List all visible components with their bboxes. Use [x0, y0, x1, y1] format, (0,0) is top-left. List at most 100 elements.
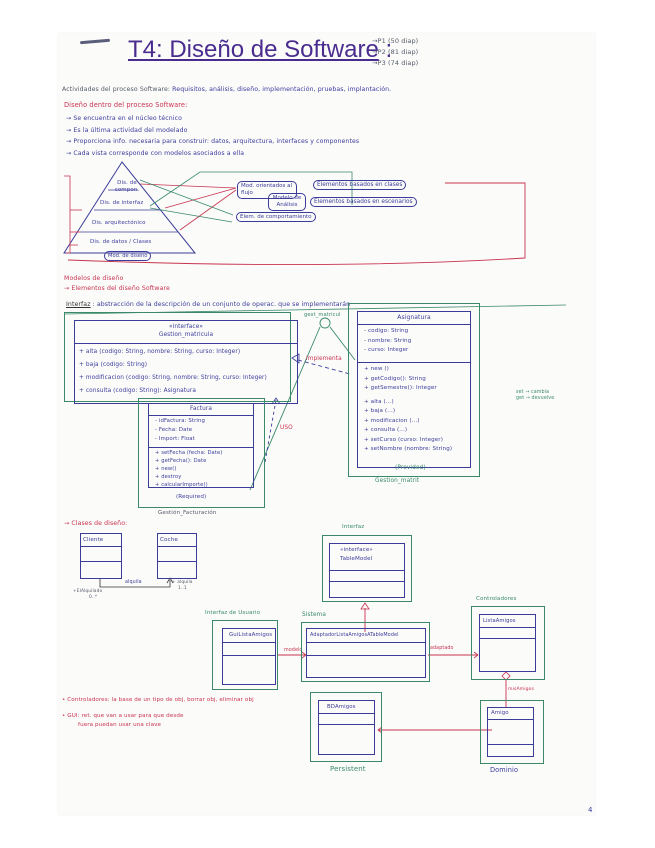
class-name: AdaptadorListaAmigosATableModel [307, 629, 425, 643]
class-attributes: - idFactura: String - Fecha: Date - Impo… [149, 416, 253, 448]
class-attributes [488, 720, 533, 745]
method: + destroy [155, 474, 182, 480]
method: + baja (codigo: String) [79, 362, 148, 368]
design-heading: Diseño dentro del proceso Software: [64, 101, 188, 109]
stereotype-label: «interface» [340, 547, 373, 553]
pyramid-level-components: Dis. de compon. [114, 180, 140, 193]
pyramid-level-data: Dis. de datos / Clases [90, 239, 152, 245]
class-methods: + new () + getCodigo(): String + getSeme… [358, 363, 470, 457]
class-methods: + setFecha (fecha: Date) + getFecha(): D… [149, 448, 253, 490]
note-line: set → cambia [516, 390, 550, 395]
method: + getSemestre(): Integer [364, 385, 437, 391]
class-bdamigos: BDAmigos [318, 700, 375, 755]
method: + baja (...) [364, 408, 396, 414]
interface-definition: Interfaz : abstracción de la descripción… [66, 301, 350, 308]
node-behavior-elements: Elem. de comportamiento [236, 212, 316, 222]
title-colon: : [385, 36, 393, 63]
package-gestion-matrit-label: Gestion_matrit [375, 478, 420, 484]
method: + getCodigo(): String [364, 375, 426, 382]
class-name: BDAmigos [319, 701, 374, 714]
method: + setCurso (curso: Integer) [364, 436, 443, 443]
interface-header: «interface» TableModel [330, 544, 404, 571]
node-class-elements: Elementos basados en clases [313, 180, 407, 190]
stereotype-label: «interface» [168, 324, 204, 330]
interface-name: Gestion_matricula [158, 332, 214, 338]
package-interfaz-frame [322, 535, 412, 602]
class-factura: Factura - idFactura: String - Fecha: Dat… [148, 403, 254, 488]
class-attributes [158, 547, 196, 562]
association-adaptado: adaptado [430, 646, 454, 651]
class-name: GuiListaAmigos [223, 629, 275, 643]
note-line: fuera puedan usar una clave [78, 722, 162, 728]
intro-label: Actividades del proceso Software: [62, 86, 171, 93]
method: + alta (...) [364, 398, 394, 405]
bullet-2: → Es la última actividad del modelado [66, 126, 188, 134]
method: + setNombre (nombre: String) [364, 446, 453, 452]
multiplicity: 1..1 [178, 586, 187, 591]
bullet-4: → Cada vista corresponde con modelos aso… [66, 149, 245, 157]
package-controladores-label: Controladores [476, 596, 517, 602]
intro-value: Requisitos, análisis, diseño, implementa… [172, 86, 392, 93]
bullet-1: → Se encuentra en el núcleo técnico [66, 115, 183, 122]
class-attributes [480, 628, 535, 639]
role-name: + alquila [172, 580, 193, 585]
class-name: Factura [149, 404, 253, 416]
set-get-note: set → cambia get → devuelve [516, 390, 554, 402]
interface-methods: + alta (codigo: String, nombre: String, … [75, 344, 297, 400]
package-gestion-facturacion-label: Gestión_Facturación [158, 510, 217, 516]
method: + consulta (...) [364, 427, 408, 433]
pyramid-level-interface: Dis. de interfaz [100, 200, 144, 206]
right-role: + alquila 1..1 [172, 580, 193, 592]
class-attributes [81, 547, 121, 562]
package-persistent-frame [310, 692, 382, 762]
attribute: - codigo: String [364, 328, 409, 334]
class-attributes [319, 714, 374, 725]
package-dominio-label: Dominio [490, 766, 519, 774]
interface-tablemodel: «interface» TableModel [329, 543, 405, 598]
lollipop-label: gest_matricul [304, 312, 341, 318]
part-2: →P2 (81 diap) [372, 48, 419, 56]
package-ui-frame [212, 620, 278, 690]
method: + consulta (codigo: String): Asignatura [79, 388, 197, 394]
package-gestion-matricula-frame [64, 312, 291, 402]
package-gestion-facturacion-frame [138, 398, 265, 508]
pyramid-level-architecture: Dis. arquitectónico [92, 220, 146, 226]
provided-label: (Provided) [395, 465, 426, 471]
interface-term: Interfaz [66, 301, 91, 308]
models-subheading: → Elementos del diseño Software [64, 285, 170, 292]
interface-header: «interface» Gestion_matricula [75, 321, 297, 344]
page-number: 4 [588, 806, 593, 814]
method: + alta (codigo: String, nombre: String, … [79, 349, 241, 355]
class-amigo: Amigo [487, 707, 534, 757]
association-modelo: modelo [284, 648, 303, 653]
interface-def-text: : abstracción de la descripción de un co… [92, 301, 351, 308]
method: + setFecha (fecha: Date) [155, 450, 223, 456]
required-label: (Required) [176, 494, 207, 500]
notebook-page [58, 33, 595, 815]
class-attributes [307, 643, 425, 656]
title-text: T4: Diseño de Software [128, 36, 379, 63]
method: + calcularImporte() [155, 482, 208, 488]
implements-label: implementa [306, 356, 342, 362]
node-scenario-elements: Elementos basados en escenarios [310, 197, 417, 207]
note-line: • GUI: ret. que van a usar para que desd… [62, 713, 184, 719]
method: + getFecha(): Date [155, 458, 207, 464]
package-sistema-label: Sistema [302, 612, 327, 618]
method: + modificacion (...) [364, 417, 420, 424]
attribute: - nombre: String [364, 337, 412, 344]
multiplicity: 0..* [89, 595, 98, 600]
class-adaptador: AdaptadorListaAmigosATableModel [306, 628, 426, 678]
part-1: →P1 (50 diap) [372, 37, 419, 45]
class-name: Coche [158, 534, 196, 547]
bullet-3: → Proporciona info. necesaria para const… [66, 138, 360, 145]
class-attributes [223, 643, 275, 656]
class-name: Asignatura [358, 312, 470, 325]
node-flow-models: Mod. orientados al flujo [237, 181, 297, 199]
method: + new () [364, 366, 389, 372]
class-asignatura: Asignatura - codigo: String - nombre: St… [357, 311, 471, 468]
intro-line: Actividades del proceso Software: Requis… [62, 86, 391, 93]
note-gui: • GUI: ret. que van a usar para que desd… [62, 712, 184, 730]
association-label: alquila [125, 580, 142, 585]
interface-name: TableModel [340, 556, 373, 562]
